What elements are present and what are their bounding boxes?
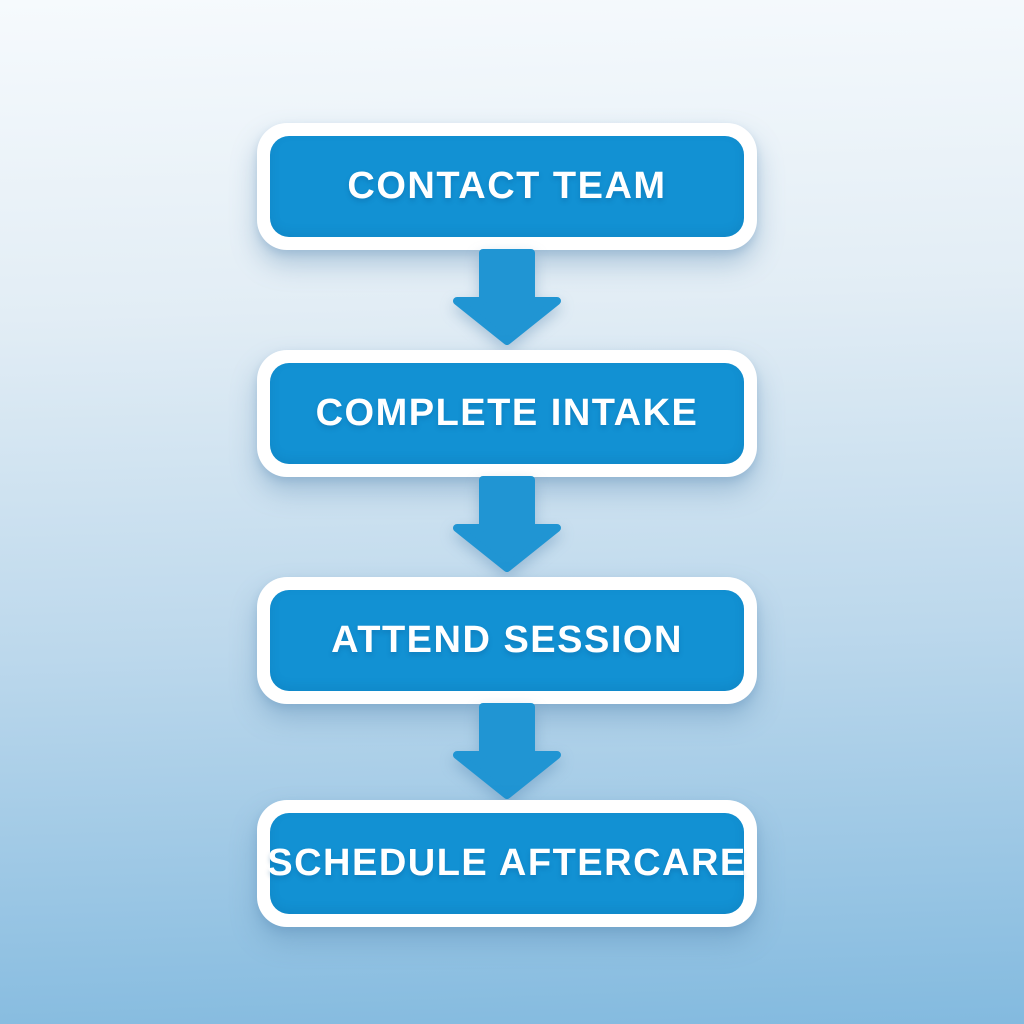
step-box-fill: SCHEDULE AFTERCARE	[267, 813, 747, 914]
step-label: CONTACT TEAM	[347, 165, 667, 207]
arrow-down-icon	[449, 249, 565, 349]
step-box-fill: CONTACT TEAM	[270, 136, 744, 237]
step-box-schedule-aftercare: SCHEDULE AFTERCARE	[257, 800, 757, 927]
step-box-fill: ATTEND SESSION	[270, 590, 744, 691]
step-label: SCHEDULE AFTERCARE	[267, 842, 747, 884]
step-box-complete-intake: COMPLETE INTAKE	[257, 350, 757, 477]
step-label: COMPLETE INTAKE	[315, 392, 699, 434]
step-box-contact-team: CONTACT TEAM	[257, 123, 757, 250]
arrow-down-icon	[449, 703, 565, 803]
step-label: ATTEND SESSION	[331, 619, 683, 661]
step-box-fill: COMPLETE INTAKE	[270, 363, 744, 464]
arrow-down-icon	[449, 476, 565, 576]
step-box-attend-session: ATTEND SESSION	[257, 577, 757, 704]
